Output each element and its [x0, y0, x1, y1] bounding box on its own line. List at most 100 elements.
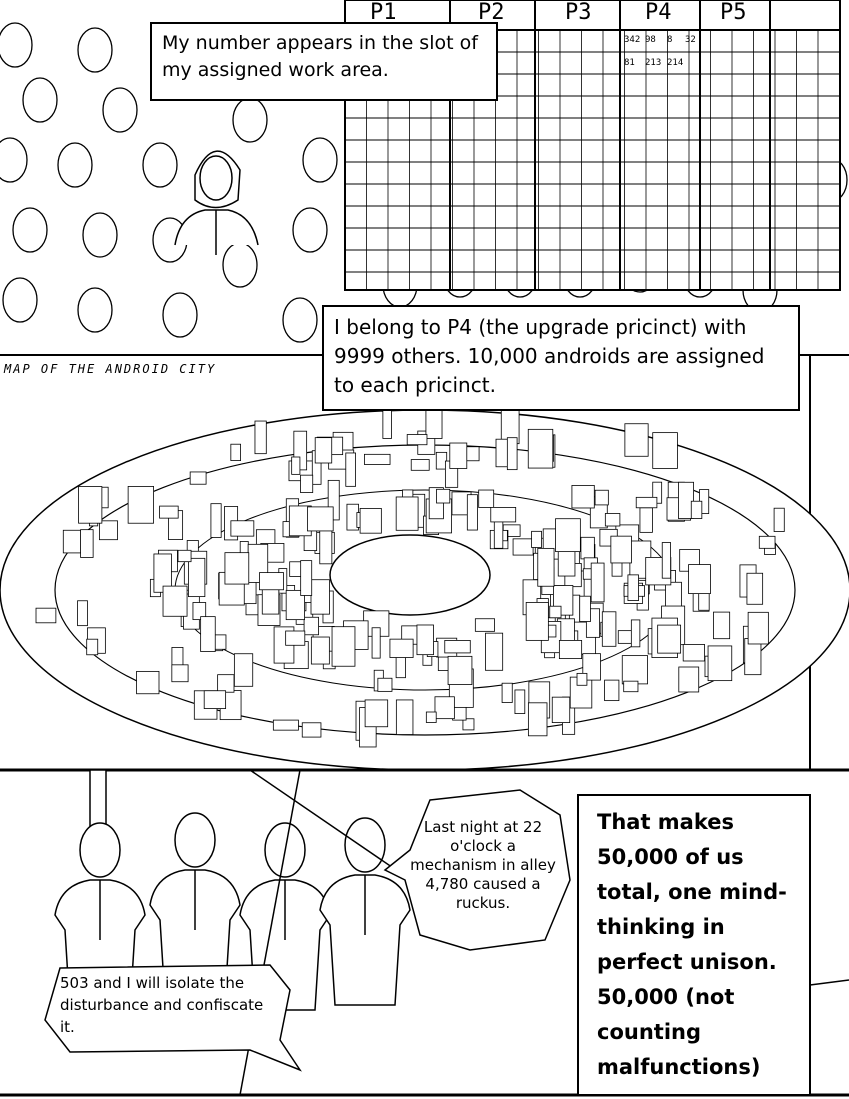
- building: [527, 702, 548, 737]
- balloon-icon: [0, 137, 28, 183]
- building: [210, 503, 222, 538]
- building: [159, 505, 179, 519]
- building: [80, 529, 94, 558]
- board-header-p4: P4: [645, 0, 672, 25]
- android-city-map: [0, 402, 849, 771]
- building: [525, 602, 549, 641]
- caption-line: thinking in: [597, 915, 725, 939]
- building: [747, 611, 769, 645]
- building: [531, 530, 542, 548]
- building: [501, 682, 513, 703]
- building: [406, 434, 428, 446]
- balloon-icon: [292, 207, 328, 253]
- android-figure: [319, 817, 411, 1006]
- building: [610, 535, 632, 564]
- building: [678, 666, 700, 693]
- building: [652, 432, 678, 469]
- balloon-icon: [77, 27, 113, 73]
- slot-number: 213: [645, 58, 662, 68]
- building: [177, 549, 192, 563]
- building: [478, 489, 495, 508]
- building: [657, 624, 682, 654]
- building: [579, 595, 591, 622]
- building: [233, 653, 254, 687]
- building: [310, 579, 330, 615]
- building: [377, 677, 393, 692]
- building: [604, 513, 621, 527]
- building: [713, 611, 731, 640]
- building: [639, 507, 653, 533]
- android-figure: [174, 150, 259, 255]
- building: [678, 481, 694, 519]
- building: [551, 696, 571, 723]
- building: [310, 636, 330, 665]
- building: [661, 542, 671, 579]
- building: [485, 632, 504, 671]
- balloon-icon: [302, 137, 338, 183]
- building: [285, 589, 305, 621]
- building: [512, 538, 534, 556]
- building: [416, 624, 434, 656]
- building: [537, 547, 555, 587]
- building: [230, 520, 255, 537]
- building: [558, 640, 583, 659]
- caption-line: malfunctions): [597, 1055, 761, 1079]
- building: [188, 557, 206, 598]
- caption-work-area: My number appears in the slot of my assi…: [150, 22, 498, 101]
- building: [690, 500, 703, 519]
- balloon-icon: [0, 22, 33, 68]
- building: [555, 518, 581, 553]
- building: [272, 719, 299, 731]
- balloon-icon: [232, 97, 268, 143]
- board-header-p5: P5: [720, 0, 747, 25]
- slot-number: 342: [624, 35, 641, 45]
- building: [77, 600, 88, 627]
- building: [78, 486, 103, 524]
- building: [301, 722, 322, 738]
- building: [86, 638, 99, 656]
- building: [474, 618, 495, 632]
- building: [490, 507, 517, 523]
- building: [590, 562, 605, 603]
- building: [410, 459, 430, 471]
- building: [62, 529, 82, 554]
- board-header-p2: P2: [478, 0, 505, 25]
- building: [371, 627, 381, 659]
- building: [345, 452, 356, 487]
- building: [359, 508, 382, 534]
- building: [35, 607, 57, 624]
- caption-precinct: I belong to P4 (the upgrade pricinct) wi…: [322, 305, 800, 411]
- balloon-icon: [222, 242, 258, 288]
- building: [514, 689, 526, 714]
- bubble-text-isolate: 503 and I will isolate the disturbance a…: [60, 974, 264, 1036]
- building: [307, 506, 334, 532]
- building: [127, 486, 154, 524]
- balloon-icon: [57, 142, 93, 188]
- building: [635, 496, 658, 509]
- building: [230, 443, 241, 461]
- board-header-p3: P3: [565, 0, 592, 25]
- building: [506, 437, 518, 471]
- building: [571, 485, 595, 509]
- caption-line: counting: [597, 1020, 701, 1044]
- balloon-icon: [162, 292, 198, 338]
- building: [303, 616, 319, 636]
- caption-line: 50,000 of us: [597, 845, 744, 869]
- speech-bubble-right: [383, 789, 571, 951]
- building: [621, 655, 648, 685]
- building: [698, 592, 710, 611]
- building: [623, 680, 639, 693]
- slot-number: 98: [645, 35, 656, 45]
- building: [773, 507, 785, 532]
- building: [462, 718, 475, 731]
- building: [254, 420, 267, 455]
- balloon-icon: [102, 87, 138, 133]
- building: [224, 552, 250, 585]
- building: [617, 630, 634, 644]
- building: [99, 520, 118, 541]
- building: [601, 611, 617, 647]
- building: [200, 616, 216, 652]
- slot-number: 214: [667, 58, 684, 68]
- balloon-icon: [77, 287, 113, 333]
- building: [285, 630, 306, 646]
